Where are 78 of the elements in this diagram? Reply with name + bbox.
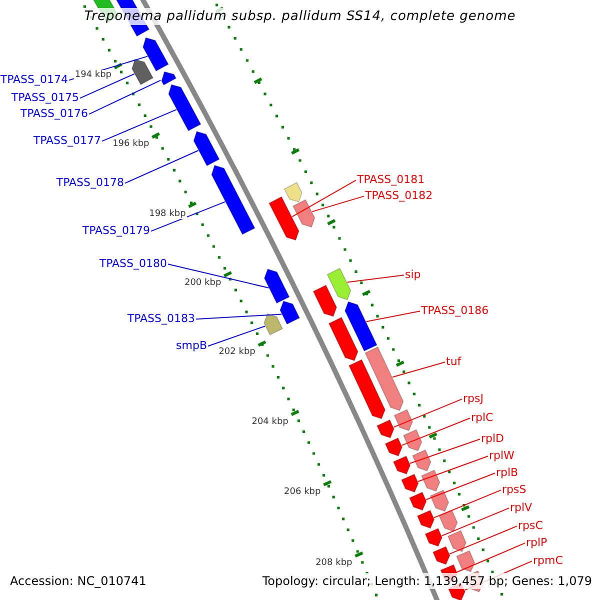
leader-line (196, 314, 282, 320)
gene-label: TPASS_0176 (20, 107, 88, 120)
gene-block (344, 301, 378, 352)
leader-line (102, 109, 177, 142)
gene-label: TPASS_0174 (0, 73, 68, 86)
gene-block (168, 84, 202, 132)
gene-block (142, 37, 169, 72)
scale-label: 198 kbp (148, 208, 187, 219)
gene-label: TPASS_0186 (421, 304, 489, 317)
leader-line (88, 80, 162, 115)
gene-block (416, 510, 435, 529)
gene-block (292, 199, 316, 228)
gene-label: rpsJ (463, 392, 484, 405)
gene-label: TPASS_0180 (99, 257, 167, 270)
gene-label: TPASS_0177 (33, 134, 101, 147)
leader-line (312, 196, 364, 212)
gene-label: rplP (526, 536, 548, 549)
gene-label: rplV (510, 501, 532, 514)
leader-line (426, 472, 496, 500)
leader-line (393, 398, 462, 428)
leader-line (168, 264, 270, 288)
leader-line (434, 490, 502, 518)
gene-label: rplD (481, 432, 504, 445)
leader-line (449, 526, 518, 554)
gene-block (264, 313, 284, 336)
gene-block (264, 268, 290, 304)
leader-line (392, 362, 446, 378)
gene-label: sip (405, 268, 421, 281)
gene-label: rplC (471, 411, 494, 424)
gene-block (392, 456, 411, 474)
scale-label: 206 kbp (283, 486, 322, 497)
leader-line (366, 310, 420, 322)
scale-label: 200 kbp (183, 278, 222, 288)
gene-block (408, 492, 427, 511)
gene-label: TPASS_0178 (56, 176, 124, 189)
leader-line (346, 274, 404, 283)
gene-block (432, 546, 450, 565)
leader-line (456, 542, 526, 572)
leader-line (441, 508, 510, 536)
leader-line (401, 418, 470, 446)
scale-label: 196 kbp (112, 139, 150, 150)
leader-line (418, 456, 488, 482)
gene-label: rplB (496, 466, 518, 479)
gene-block (424, 528, 442, 547)
leader-line (124, 150, 199, 184)
gene-label: TPASS_0181 (357, 173, 425, 186)
leader-line (292, 180, 356, 218)
gene-block (384, 437, 403, 456)
gene-block (161, 71, 177, 86)
info-text: Accession: NC_010741 (8, 573, 148, 589)
gene-label: smpB (176, 339, 207, 352)
gene-block (193, 131, 220, 166)
gene-label: TPASS_0182 (365, 189, 433, 202)
leader-line (410, 438, 480, 464)
gene-block (376, 419, 394, 438)
gene-block (268, 196, 300, 241)
leader-line (150, 201, 226, 232)
gene-block (211, 164, 256, 235)
leader-line (208, 326, 266, 347)
gene-label: TPASS_0175 (11, 91, 79, 104)
gene-label: rplW (489, 449, 514, 462)
leader-line (80, 73, 135, 99)
gene-block (400, 474, 419, 493)
gene-block (364, 346, 404, 411)
gene-label: TPASS_0179 (82, 224, 150, 237)
scale-label: 202 kbp (218, 347, 256, 358)
gene-label: rpsC (518, 519, 543, 532)
gene-block (326, 268, 352, 300)
gene-label: TPASS_0183 (127, 312, 195, 325)
gene-label: rpsS (502, 483, 526, 496)
gene-block (132, 58, 154, 86)
gene-label: rpmC (533, 554, 563, 567)
gene-block (280, 300, 300, 325)
scale-label: 194 kbp (74, 70, 113, 80)
gene-label: tuf (446, 355, 462, 368)
scale-label: 208 kbp (314, 558, 354, 568)
scale-label: 204 kbp (250, 416, 290, 427)
info-text: Topology: circular; Length: 1,139,457 bp; Genes: 1,079 (260, 573, 594, 589)
